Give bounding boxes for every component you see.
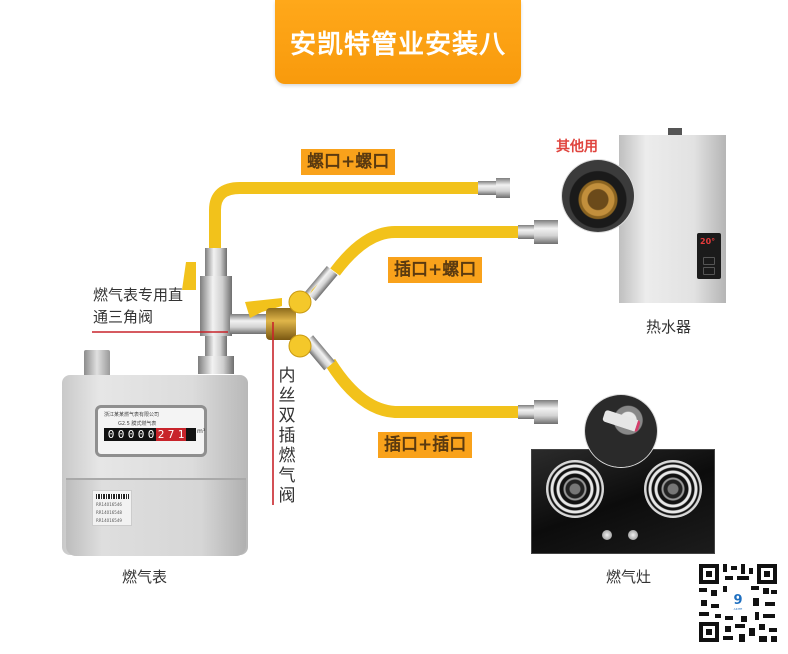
angle-valve-handle <box>182 262 196 290</box>
heater-flue <box>668 128 682 136</box>
meter-unit: m³ <box>197 428 206 435</box>
meter-dial-face: 浙江某某燃气表有限公司 G2.5 膜式燃气表 0 0 0 0 0 2 7 1 m… <box>95 405 207 457</box>
brand-logo-icon: 9 AKITE <box>729 594 747 612</box>
meter-serial: RR14016548 <box>96 510 122 515</box>
label-gas-stove: 燃气灶 <box>606 568 652 586</box>
brand-logo-mark: 9 <box>733 593 743 608</box>
branch-valve-handle <box>245 298 282 318</box>
label-gas-meter: 燃气表 <box>122 568 168 586</box>
qr-code-pattern <box>699 564 777 642</box>
hose-plug-plug <box>324 358 520 418</box>
y-splitter-lower-valve <box>288 334 312 358</box>
brand-logo-text: AKITE <box>733 607 743 611</box>
meter-barcode-label: RR14016546 RR14016548 RR14016549 <box>92 490 132 526</box>
stove-burner-right <box>644 460 702 518</box>
heater-button <box>703 257 715 265</box>
title-banner: 安凯特管业安装八 <box>275 0 521 84</box>
hose-plug-screw <box>330 226 520 276</box>
heater-temperature-display: 20° <box>700 237 716 246</box>
tag-plug-screw: 插口+螺口 <box>388 257 483 283</box>
page-title: 安凯特管业安装八 <box>289 29 506 60</box>
counter-digit-decimal: 7 <box>166 428 176 441</box>
heater-button <box>703 267 715 275</box>
tag-screw-screw: 螺口+螺口 <box>301 149 396 175</box>
meter-brand: 浙江某某燃气表有限公司 <box>104 412 160 418</box>
meter-serial: RR14016546 <box>96 502 122 507</box>
heater-control-panel: 20° <box>697 233 721 279</box>
callout-y-valve: 内丝双插燃气阀 <box>278 366 296 506</box>
counter-digit: 0 <box>137 428 145 441</box>
label-water-heater: 热水器 <box>646 318 692 336</box>
hose-nut-bottom-right <box>534 400 558 424</box>
counter-digit-decimal: 1 <box>176 428 186 441</box>
stove-knob-right <box>628 530 638 540</box>
stove-fitting-closeup <box>585 395 657 467</box>
stove-burner-left <box>546 460 604 518</box>
counter-digit: 0 <box>117 428 125 441</box>
callout-meter-valve: 燃气表专用直通三角阀 <box>93 286 184 326</box>
y-valve-wing-1 <box>284 284 292 292</box>
angle-valve-top-nut <box>205 248 227 276</box>
barcode-icon <box>96 494 129 499</box>
y-splitter-body <box>266 308 296 340</box>
hose-screw-screw <box>209 182 480 248</box>
meter-counter: 0 0 0 0 0 2 7 1 <box>104 428 196 441</box>
callout-other-use: 其他用 <box>556 139 598 155</box>
meter-model: G2.5 膜式燃气表 <box>118 421 157 427</box>
tag-plug-plug: 插口+插口 <box>378 432 473 458</box>
meter-serial: RR14016549 <box>96 518 122 523</box>
counter-digit: 0 <box>107 428 115 441</box>
counter-digit: 0 <box>127 428 135 441</box>
hose-nut-mid-right <box>534 220 558 244</box>
qr-code: 9 AKITE <box>697 562 779 644</box>
angle-valve-base-nut <box>198 356 234 374</box>
y-valve-wing-2 <box>310 284 318 294</box>
branch-valve-body <box>230 314 274 334</box>
stove-knob-left <box>602 530 612 540</box>
meter-inlet-port <box>84 350 110 378</box>
y-splitter-upper-valve <box>288 290 312 314</box>
heater-fitting-closeup <box>562 160 634 232</box>
hose-fitting-mid-left <box>304 265 338 301</box>
hose-nut-top-right <box>496 178 510 198</box>
angle-valve-body <box>200 276 232 336</box>
counter-digit-decimal: 2 <box>156 428 166 441</box>
counter-digit: 0 <box>147 428 155 441</box>
angle-valve-lower <box>205 336 227 356</box>
